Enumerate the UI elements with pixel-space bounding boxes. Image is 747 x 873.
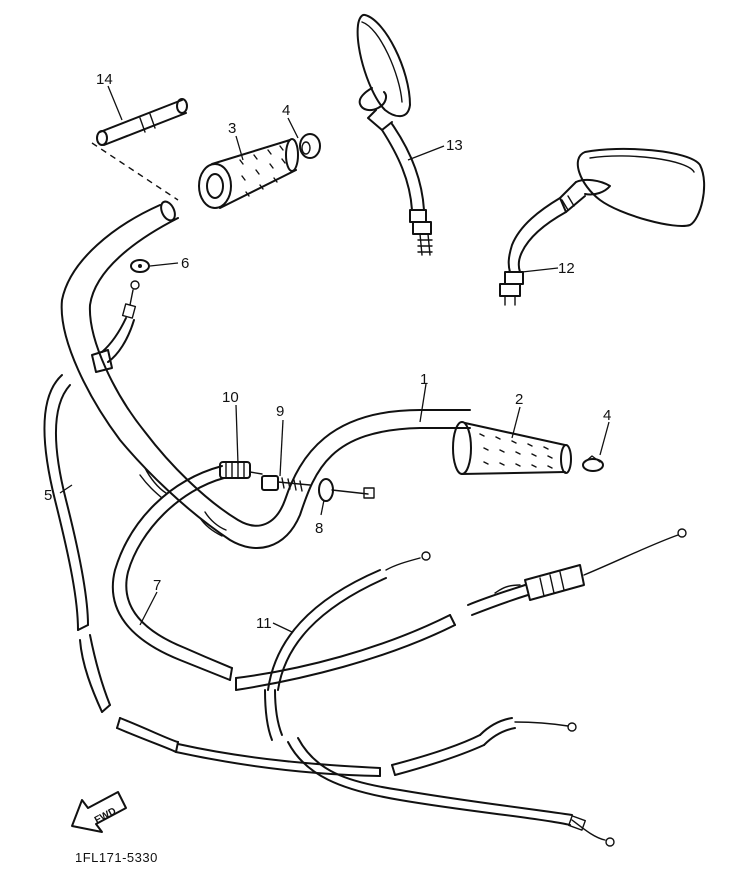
callout-6: 6 xyxy=(181,255,189,272)
handlebar xyxy=(60,200,471,549)
right-grip xyxy=(452,421,572,475)
drawing-code: 1FL171-5330 xyxy=(75,850,158,865)
callout-2: 2 xyxy=(515,391,523,408)
cable-11 xyxy=(235,528,687,847)
callout-10: 10 xyxy=(222,389,239,406)
cable-5 xyxy=(43,374,111,713)
callout-1: 1 xyxy=(420,371,428,388)
throttle-grip xyxy=(198,138,299,209)
end-cap-top xyxy=(299,133,321,159)
callout-12: 12 xyxy=(558,260,575,277)
mirror-right xyxy=(499,147,706,306)
leader-lines xyxy=(59,85,610,633)
cable-7 xyxy=(111,465,381,777)
callout-5: 5 xyxy=(44,487,52,504)
callout-14: 14 xyxy=(96,71,113,88)
callout-8: 8 xyxy=(315,520,323,537)
callout-11: 11 xyxy=(256,615,272,632)
cable-nut xyxy=(130,259,150,273)
callout-4b: 4 xyxy=(603,407,611,424)
adjuster-9 xyxy=(249,471,311,492)
callout-3: 3 xyxy=(228,120,236,137)
callout-9: 9 xyxy=(276,403,284,420)
forward-arrow-icon: FWD xyxy=(71,791,127,833)
forward-label: FWD xyxy=(93,806,118,826)
callout-7: 7 xyxy=(153,577,161,594)
adjuster-8 xyxy=(318,478,375,502)
end-cap-right xyxy=(582,455,604,472)
callout-4a: 4 xyxy=(282,102,290,119)
adjuster-10 xyxy=(219,461,251,479)
choke-cable-end xyxy=(91,280,140,373)
mirror-left xyxy=(356,13,433,256)
callouts: 1 2 3 4 4 5 6 7 8 9 10 11 12 13 14 xyxy=(44,71,611,632)
grip-bond xyxy=(91,98,188,201)
callout-13: 13 xyxy=(446,137,463,154)
